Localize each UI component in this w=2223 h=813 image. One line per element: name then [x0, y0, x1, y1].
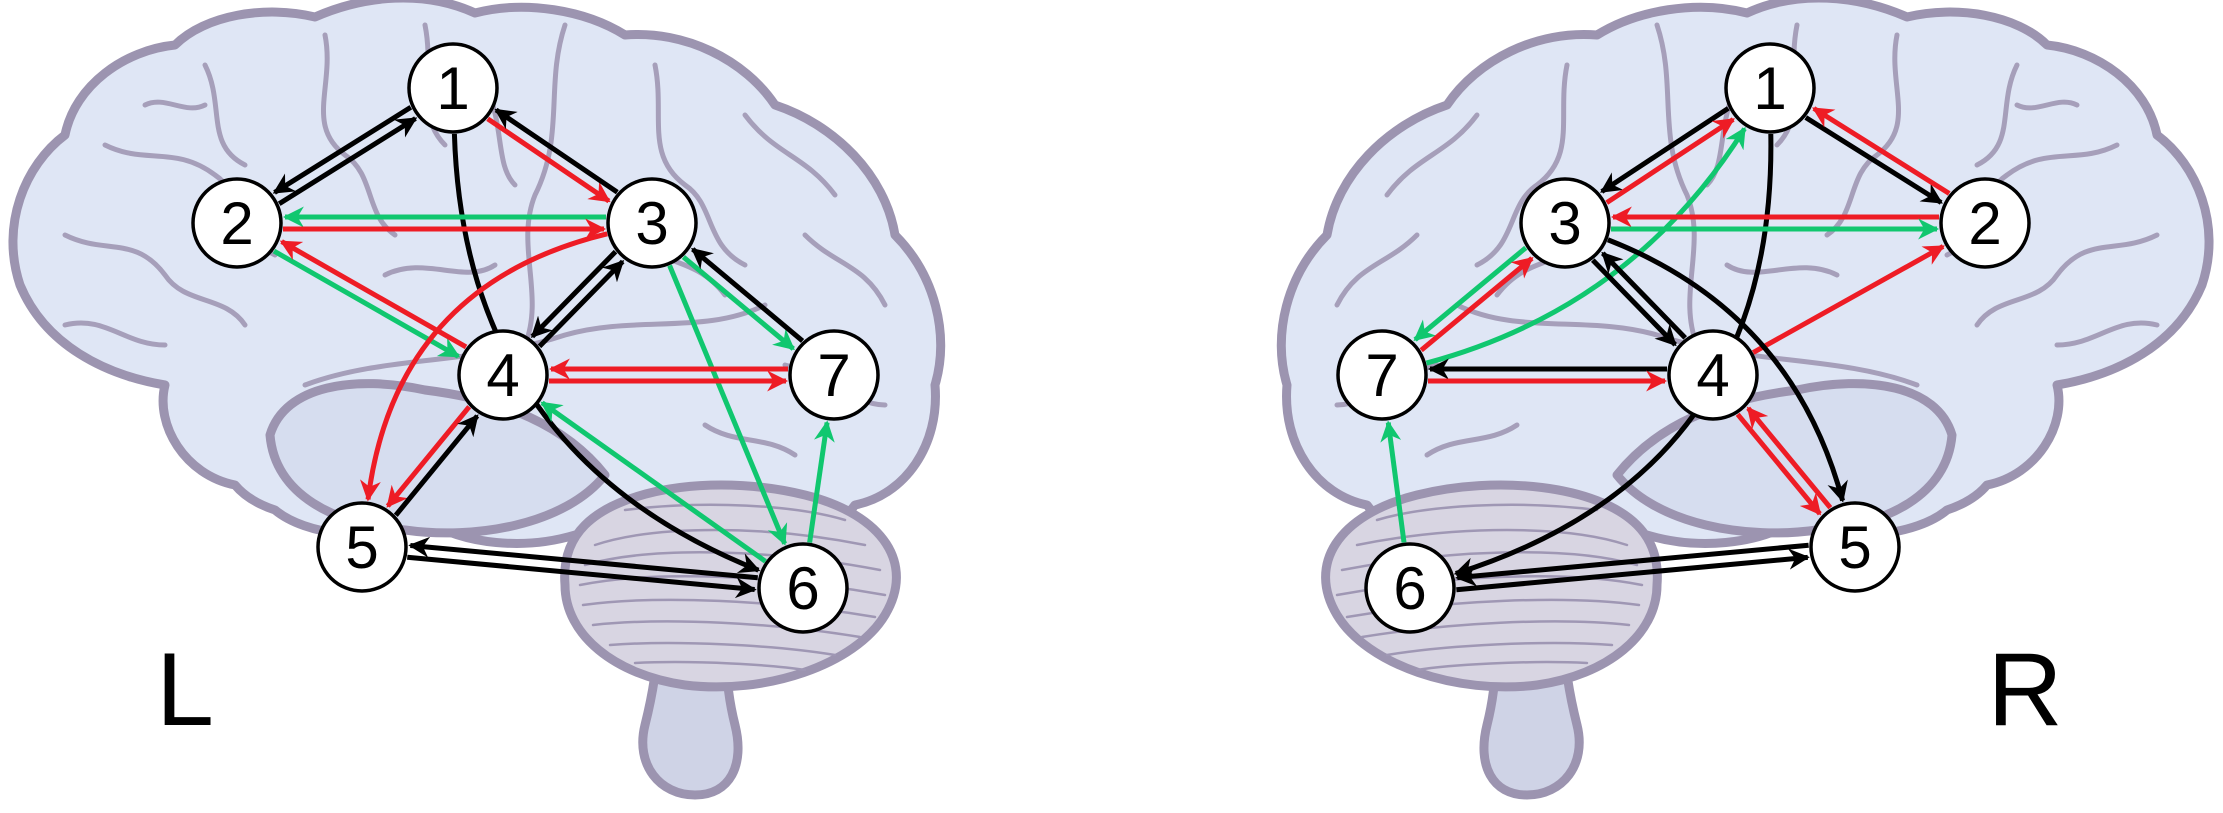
- left-node-7-label: 7: [817, 342, 850, 409]
- right-node-2-circle: [1939, 177, 2031, 269]
- left-edge-4-to-3: [537, 259, 625, 349]
- right-node-7-circle: [1336, 329, 1428, 421]
- left-node-3: 3: [606, 177, 698, 269]
- left-edge-5-to-6: [407, 554, 757, 599]
- left-node-1-label: 1: [436, 55, 469, 122]
- left-edge-3-to-5: [360, 231, 608, 502]
- right-node-1: 1: [1724, 42, 1816, 134]
- right-node-3-label: 3: [1548, 190, 1581, 257]
- right-node-6-circle: [1364, 542, 1456, 634]
- right-edge-6-to-7: [1380, 420, 1407, 543]
- right-node-2: 2: [1939, 177, 2031, 269]
- left-edge-4-to-5: [385, 405, 472, 508]
- right-node-5: 5: [1809, 501, 1901, 593]
- right-node-3-circle: [1519, 177, 1611, 269]
- right-node-6-label: 6: [1393, 555, 1426, 622]
- right-edge-4-to-2: [1751, 244, 1945, 355]
- right-edge-2-to-1: [1812, 106, 1951, 196]
- right-edge-1-to-2: [1804, 115, 1943, 205]
- right-node-1-circle: [1724, 42, 1816, 134]
- right-edge-4-to-3: [1600, 251, 1688, 340]
- left-node-4-label: 4: [486, 342, 519, 409]
- right-node-5-circle: [1809, 501, 1901, 593]
- left-edge-6-to-4: [540, 400, 767, 564]
- left-edge-2-to-1: [277, 116, 418, 206]
- left-node-2-circle: [191, 177, 283, 269]
- right-edge-3-to-1: [1605, 117, 1735, 205]
- right-node-2-label: 2: [1968, 190, 2001, 257]
- right-nodes: 1 2 3 4 5 6 7: [1336, 42, 2031, 634]
- left-edge-5-to-4: [393, 414, 480, 517]
- left-edge-1-to-2: [272, 105, 413, 195]
- left-hemisphere-network: 1 2 3 4 5 6 7 L: [156, 42, 880, 748]
- right-edge-3-to-4: [1590, 258, 1678, 347]
- left-edge-3-to-7: [681, 255, 795, 351]
- left-node-4: 4: [457, 329, 549, 421]
- left-edge-7-to-3: [691, 247, 805, 343]
- left-node-4-circle: [457, 329, 549, 421]
- right-edge-3-to-5: [1606, 237, 1848, 503]
- left-node-2-label: 2: [220, 190, 253, 257]
- left-edge-3-to-4: [530, 249, 618, 339]
- left-node-6-label: 6: [786, 555, 819, 622]
- left-node-2: 2: [191, 177, 283, 269]
- right-node-7-label: 7: [1365, 342, 1398, 409]
- left-node-3-label: 3: [635, 190, 668, 257]
- right-node-7: 7: [1336, 329, 1428, 421]
- left-edge-1-to-3: [486, 116, 611, 204]
- left-node-5-circle: [316, 501, 408, 593]
- right-node-4-circle: [1667, 329, 1759, 421]
- right-node-1-label: 1: [1753, 55, 1786, 122]
- right-node-6: 6: [1364, 542, 1456, 634]
- left-node-1-circle: [407, 42, 499, 134]
- left-node-5: 5: [316, 501, 408, 593]
- right-node-5-label: 5: [1838, 514, 1871, 581]
- right-node-4: 4: [1667, 329, 1759, 421]
- right-edge-3-to-7: [1413, 245, 1528, 342]
- right-edge-5-to-6: [1455, 542, 1809, 587]
- left-edge-6-to-5: [408, 536, 758, 581]
- right-edge-4-to-5: [1735, 412, 1822, 516]
- left-node-7-circle: [788, 329, 880, 421]
- left-node-1: 1: [407, 42, 499, 134]
- right-edge-5-to-4: [1746, 406, 1833, 510]
- left-edge-3-to-6: [667, 264, 788, 546]
- left-node-5-label: 5: [345, 514, 378, 581]
- right-edge-1-to-3: [1600, 106, 1730, 194]
- left-node-7: 7: [788, 329, 880, 421]
- left-node-6-circle: [757, 542, 849, 634]
- left-edge-6-to-7: [807, 420, 835, 543]
- right-edge-7-to-3: [1419, 256, 1534, 353]
- left-nodes: 1 2 3 4 5 6 7: [191, 42, 880, 634]
- left-node-3-circle: [606, 177, 698, 269]
- left-hemisphere-label: L: [156, 632, 214, 748]
- right-node-3: 3: [1519, 177, 1611, 269]
- right-hemisphere-network: 1 2 3 4 5 6 7 R: [1336, 42, 2063, 748]
- right-node-4-label: 4: [1696, 342, 1729, 409]
- left-node-6: 6: [757, 542, 849, 634]
- right-hemisphere-label: R: [1987, 632, 2062, 748]
- right-edge-6-to-5: [1456, 548, 1810, 593]
- left-edge-3-to-1: [494, 107, 619, 195]
